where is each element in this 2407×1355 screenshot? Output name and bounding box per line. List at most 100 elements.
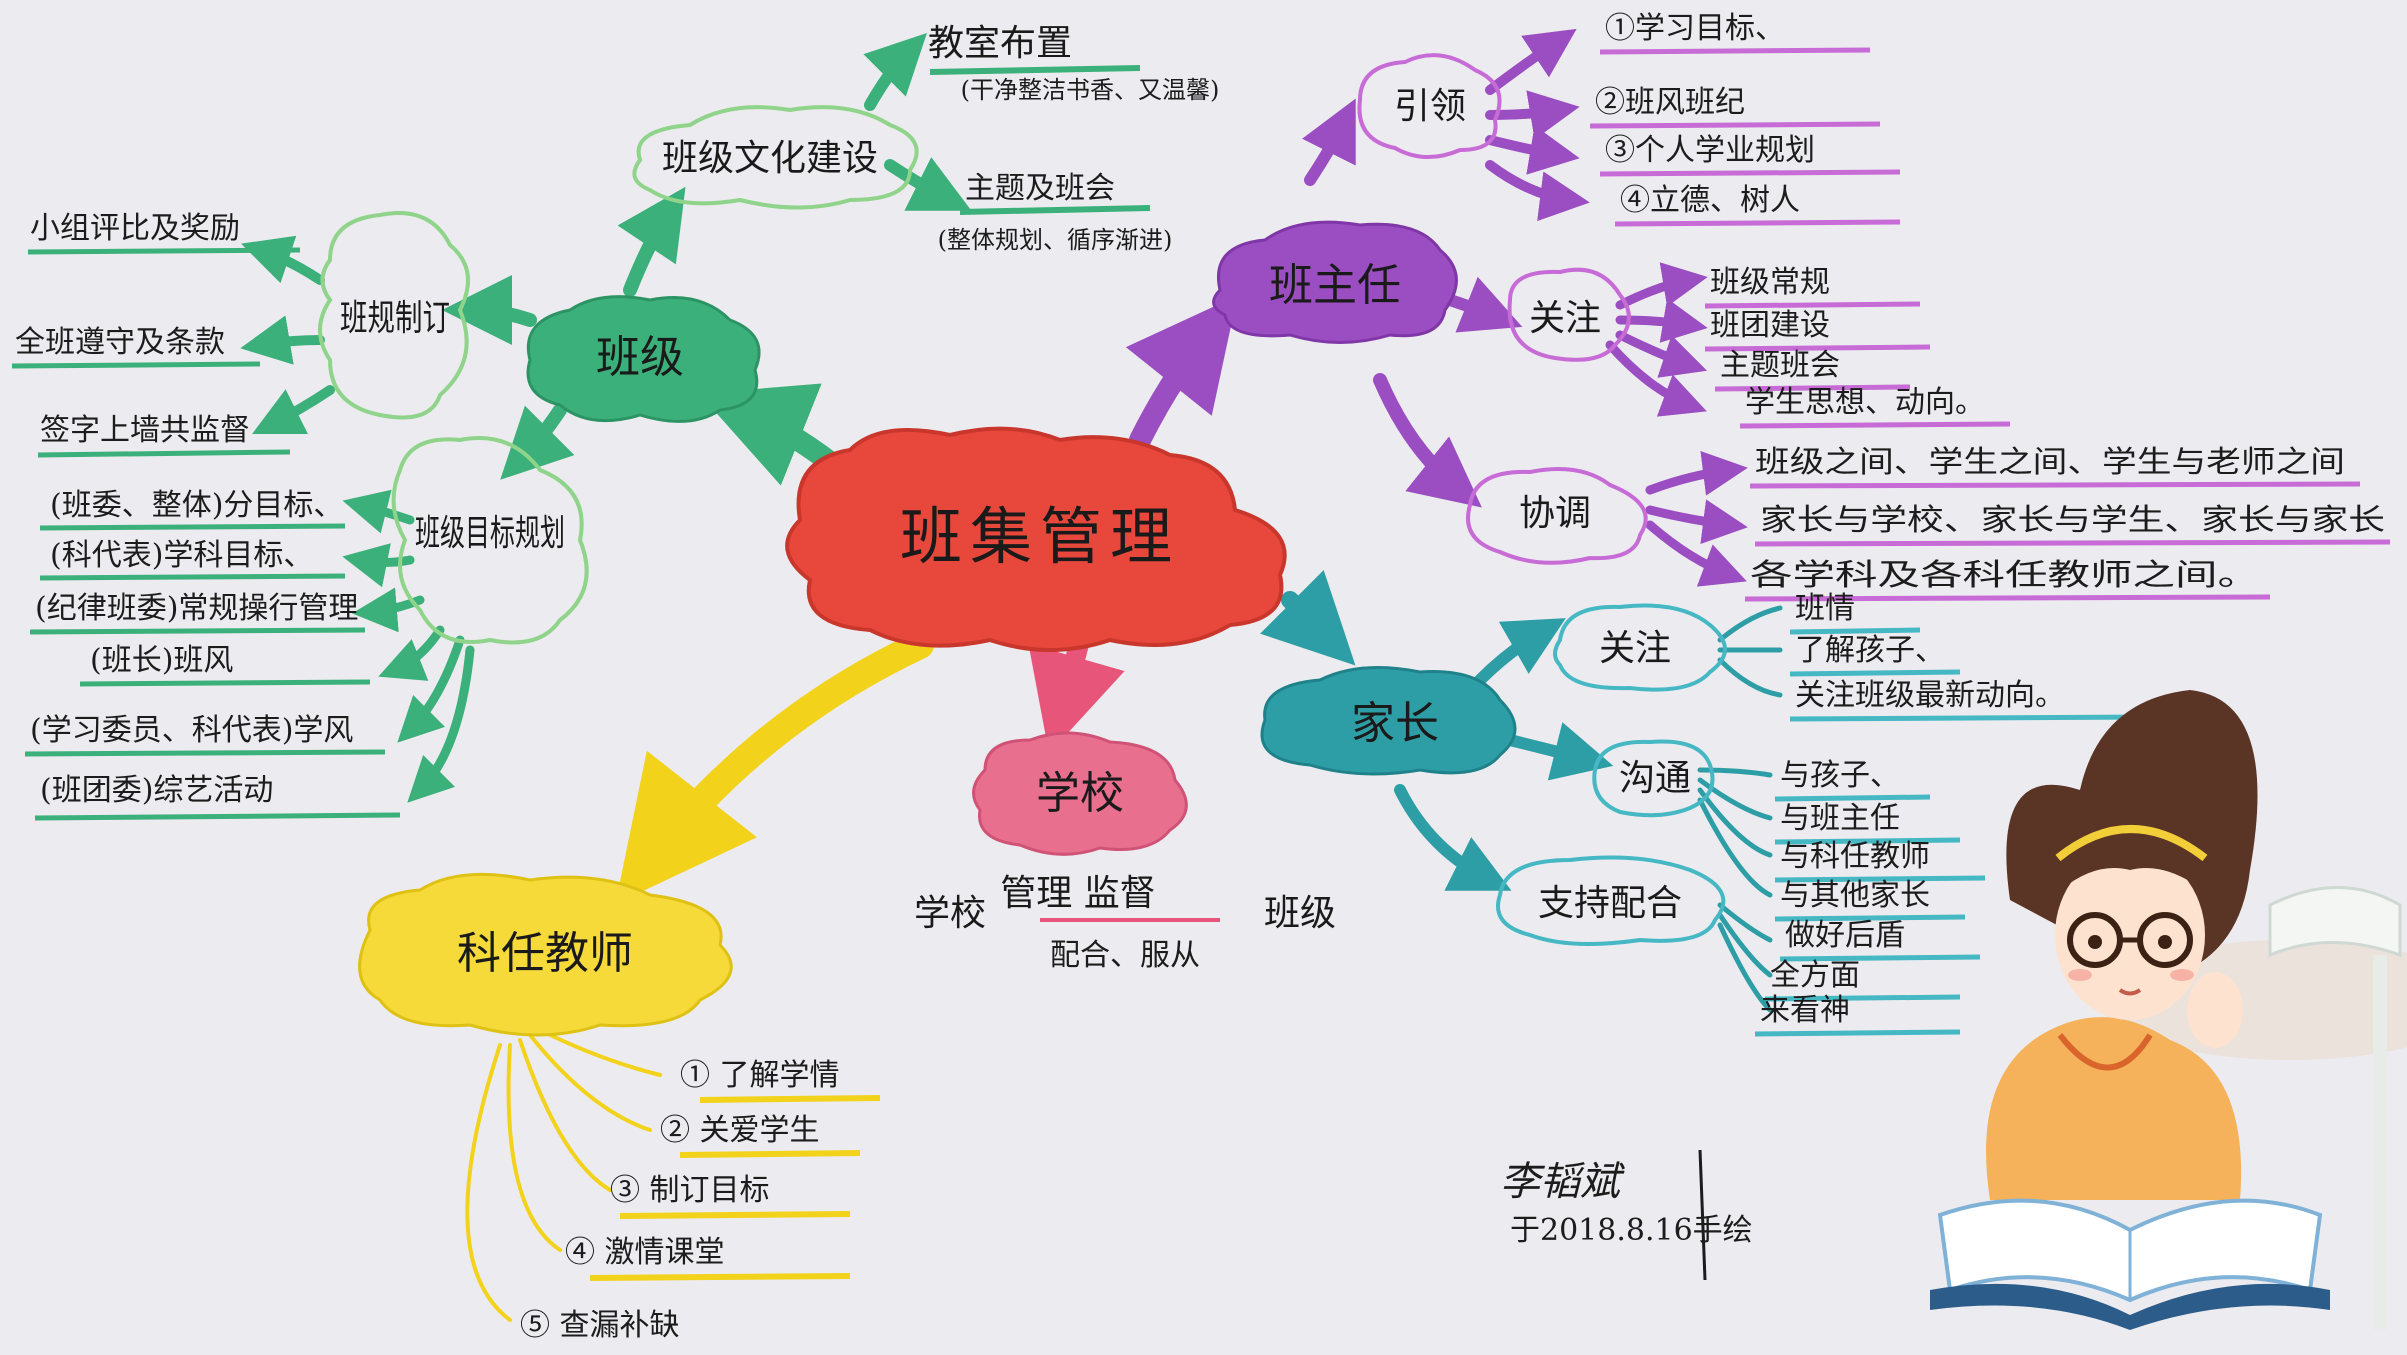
parent-focus-item-2-underline [1789,669,1961,677]
head-teacher-title: 班主任 [1269,260,1401,311]
communicate-item-4-underline [1774,914,1966,922]
rules-item-2-underline [11,361,261,369]
plan-item-5-underline [24,749,386,757]
coordinate-item-1: 班级之间、学生之间、学生与老师之间 [1755,445,2345,480]
culture-item-2: (干净整洁书香、又温馨) [961,76,1220,104]
center-title: 班集管理 [900,500,1180,573]
rules-item-3: 签字上墙共监督 [40,413,250,448]
ht-focus-item-1-underline [1704,301,1921,309]
culture-item-1-underline [929,65,1141,75]
communicate-item-2: 与班主任 [1780,801,1900,836]
teacher-item-1-underline [699,1095,881,1103]
lead-item-3-underline [1599,169,1901,177]
coordinate-title: 协调 [1519,493,1591,534]
support-item-1: 做好后盾 [1785,918,1905,953]
parent-focus-item-1: 班情 [1795,591,1855,626]
signature-stroke [1698,1149,1707,1281]
signature: 李韬斌 于2018.8.16手绘 [1500,1149,1753,1281]
rules-title: 班规制订 [340,298,450,339]
ht-focus-item-2-underline [1704,344,1931,352]
signature-name: 李韬斌 [1500,1159,1625,1205]
school-branch: 学校 学校 管理 监督 班级 配合、服从 [914,731,1336,973]
teacher-item-2-underline [679,1150,861,1158]
plan-item-1: (班委、整体)分目标、 [50,488,343,523]
ht-focus-item-3-underline [1714,384,1911,392]
teacher-item-3: ③ 制订目标 [610,1173,770,1208]
ht-focus-item-3: 主题班会 [1720,348,1840,383]
lead-item-2-underline [1589,121,1881,129]
parent-focus-item-2: 了解孩子、 [1795,633,1945,668]
coordinate-item-3: 各学科及各科任教师之间。 [1750,558,2260,593]
class-branch: 班级 班级文化建设 教室布置 (干净整洁书香、又温馨) 主题及班会 (整体规划、… [11,23,1220,821]
teacher-title: 科任教师 [457,928,633,979]
plan-item-3: (纪律班委)常规操行管理 [35,591,358,626]
parent-branch: 家长 关注 班情 了解孩子、 关注班级最新动向。 沟通 与孩子、 与班主任 与科… [1260,591,2151,1037]
parent-title: 家长 [1351,698,1439,749]
communicate-item-2-underline [1774,837,1961,845]
school-title: 学校 [1036,768,1124,819]
ht-focus-item-4-underline [1739,421,2011,429]
teacher-item-1: ① 了解学情 [680,1058,840,1093]
lead-item-4-underline [1614,219,1901,227]
head-teacher-branch: 班主任 引领 ①学习目标、 ②班风班纪 ③个人学业规划 ④立德、树人 关注 班级… [1212,11,2391,602]
culture-item-1: 教室布置 [928,23,1072,64]
communicate-title: 沟通 [1619,758,1691,799]
communicate-item-3: 与科任教师 [1780,839,1930,874]
plan-item-6-underline [34,812,401,821]
lead-item-4: ④立德、树人 [1620,183,1800,218]
teacher-item-2: ② 关爱学生 [660,1113,820,1148]
support-item-2: 全方面 [1770,958,1860,993]
ht-focus-item-2: 班团建设 [1710,308,1830,343]
plan-item-3-underline [29,627,366,635]
school-left: 学校 [914,893,986,934]
coordinate-item-1-underline [1749,481,2361,489]
culture-item-4: (整体规划、循序渐进) [938,226,1173,254]
rules-item-1-underline [27,247,301,255]
plan-item-4: (班长)班风 [90,643,233,678]
support-item-1-underline [1779,954,1981,962]
plan-item-2-underline [39,573,346,581]
coordinate-item-2-underline [1754,539,2391,547]
teacher-item-4: ④ 激情课堂 [565,1235,725,1270]
ht-focus-item-4: 学生思想、动向。 [1745,385,1985,420]
lead-item-1: ①学习目标、 [1605,11,1785,46]
teacher-item-3-underline [619,1211,851,1219]
lead-item-1-underline [1599,47,1871,55]
lead-item-3: ③个人学业规划 [1605,133,1815,168]
plan-item-1-underline [39,523,346,531]
support-title: 支持配合 [1538,883,1682,924]
school-bottom: 配合、服从 [1050,938,1200,973]
connectors [240,28,1783,1322]
parent-focus-item-3-underline [1789,714,2151,722]
culture-item-3: 主题及班会 [965,171,1115,206]
communicate-item-4: 与其他家长 [1780,878,1930,913]
plan-item-5: (学习委员、科代表)学风 [30,713,353,748]
school-middle: 管理 监督 [1000,873,1155,914]
support-item-2-underline [1764,994,1961,1002]
ht-focus-title: 关注 [1529,298,1601,339]
parent-focus-item-1-underline [1789,627,1921,635]
plan-item-6: (班团委)综艺活动 [40,773,273,808]
communicate-item-1-underline [1774,794,1931,802]
communicate-item-1: 与孩子、 [1780,758,1900,793]
teacher-item-5: ⑤ 查漏补缺 [520,1308,680,1343]
teacher-branch: 科任教师 ① 了解学情 ② 关爱学生 ③ 制订目标 ④ 激情课堂 ⑤ 查漏补缺 [358,872,881,1343]
lead-title: 引领 [1394,86,1466,127]
center-node: 班集管理 [785,426,1287,652]
plan-item-4-underline [79,679,371,687]
class-culture-title: 班级文化建设 [662,138,878,179]
coordinate-item-3-underline [1744,594,2271,602]
teacher-item-4-underline [589,1273,851,1281]
ht-focus-item-1: 班级常规 [1710,265,1830,300]
parent-focus-title: 关注 [1599,628,1671,669]
plan-item-2: (科代表)学科目标、 [50,538,313,573]
coordinate-item-2: 家长与学校、家长与学生、家长与家长 [1760,503,2385,538]
support-item-3-underline [1754,1029,1961,1037]
rules-item-1: 小组评比及奖励 [30,211,240,246]
communicate-item-3-underline [1774,875,1986,883]
signature-date: 于2018.8.16手绘 [1510,1213,1753,1248]
girl-reading-illustration [1930,690,2407,1330]
culture-item-3-underline [959,205,1151,215]
rules-item-3-underline [37,449,291,458]
